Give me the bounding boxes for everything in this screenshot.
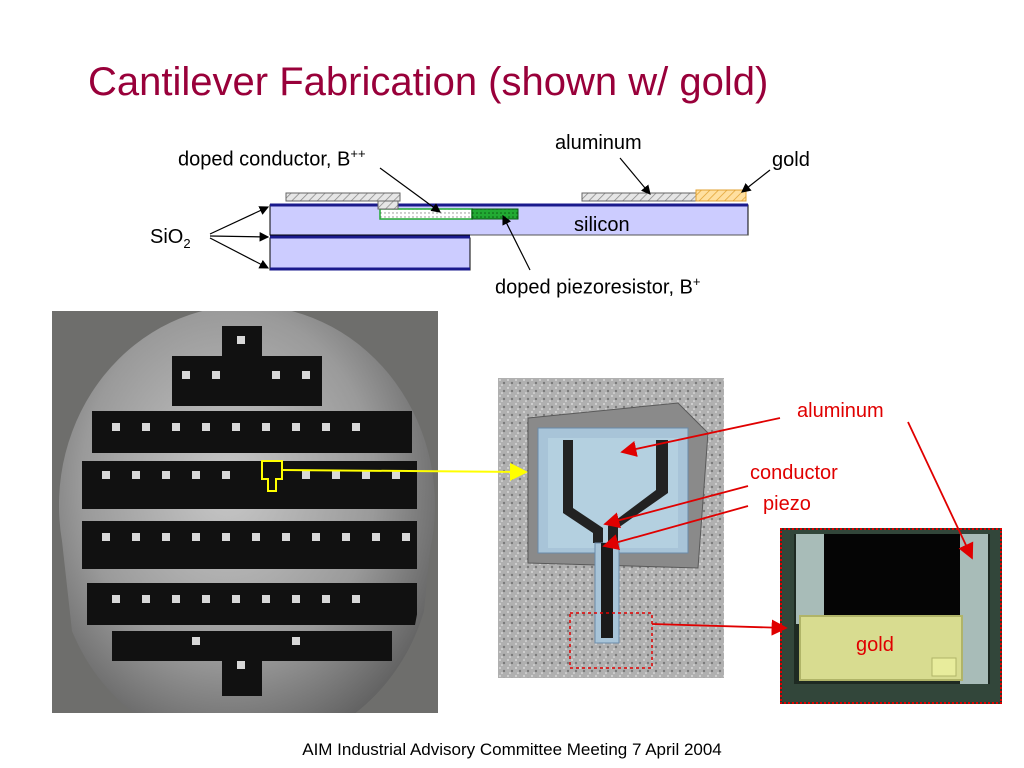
wafer-illustration <box>52 311 438 713</box>
aluminum-contact <box>377 200 399 210</box>
gold-pad <box>695 189 747 202</box>
gold-tip-micrograph: gold <box>780 528 1002 704</box>
label-gold-diagram: gold <box>772 149 810 171</box>
wafer-selection-outline <box>261 460 283 492</box>
aluminum-pad-right <box>581 192 697 202</box>
piezoresistor-region <box>471 208 519 220</box>
cantilever-micrograph <box>498 378 724 678</box>
doped-conductor-region <box>379 208 473 220</box>
gold-tip-illustration <box>782 530 1000 702</box>
label-doped-conductor: doped conductor, B++ <box>178 146 366 171</box>
aluminum-side-right <box>960 534 988 684</box>
silicon-handle <box>269 237 471 271</box>
slide-footer: AIM Industrial Advisory Committee Meetin… <box>302 740 722 759</box>
label-conductor-photo: conductor <box>750 462 838 484</box>
wafer-photo <box>52 311 438 713</box>
aluminum-pad-left <box>285 192 401 202</box>
tip-highlight-box <box>569 612 653 669</box>
label-aluminum-diagram: aluminum <box>555 132 642 154</box>
label-sio2: SiO2 <box>150 226 191 251</box>
label-doped-piezoresistor: doped piezoresistor, B+ <box>495 274 701 299</box>
slide-title: Cantilever Fabrication (shown w/ gold) <box>88 60 769 104</box>
label-aluminum-photo: aluminum <box>797 400 884 422</box>
label-piezo-photo: piezo <box>763 493 811 515</box>
label-gold-photo: gold <box>856 634 894 656</box>
label-silicon: silicon <box>574 214 630 236</box>
aluminum-trace <box>556 440 603 543</box>
aluminum-side-left <box>796 534 824 624</box>
cantilever-illustration <box>498 378 724 678</box>
